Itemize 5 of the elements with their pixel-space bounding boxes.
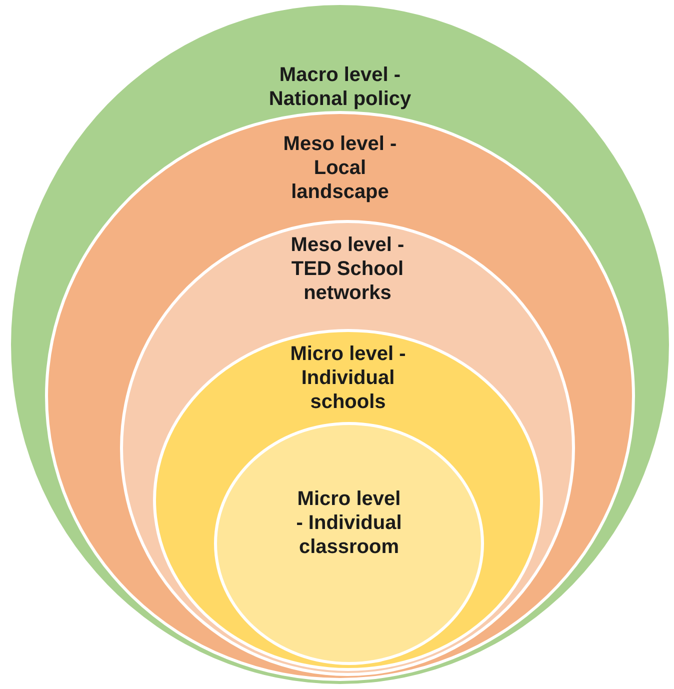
level-label: Micro level - Individual classroom — [295, 487, 403, 559]
level-label: Meso level - Local landscape — [282, 132, 398, 204]
level-label: Meso level - TED School networks — [290, 233, 406, 305]
level-label: Macro level - National policy — [268, 63, 412, 111]
level-label: Micro level - Individual schools — [289, 342, 407, 414]
